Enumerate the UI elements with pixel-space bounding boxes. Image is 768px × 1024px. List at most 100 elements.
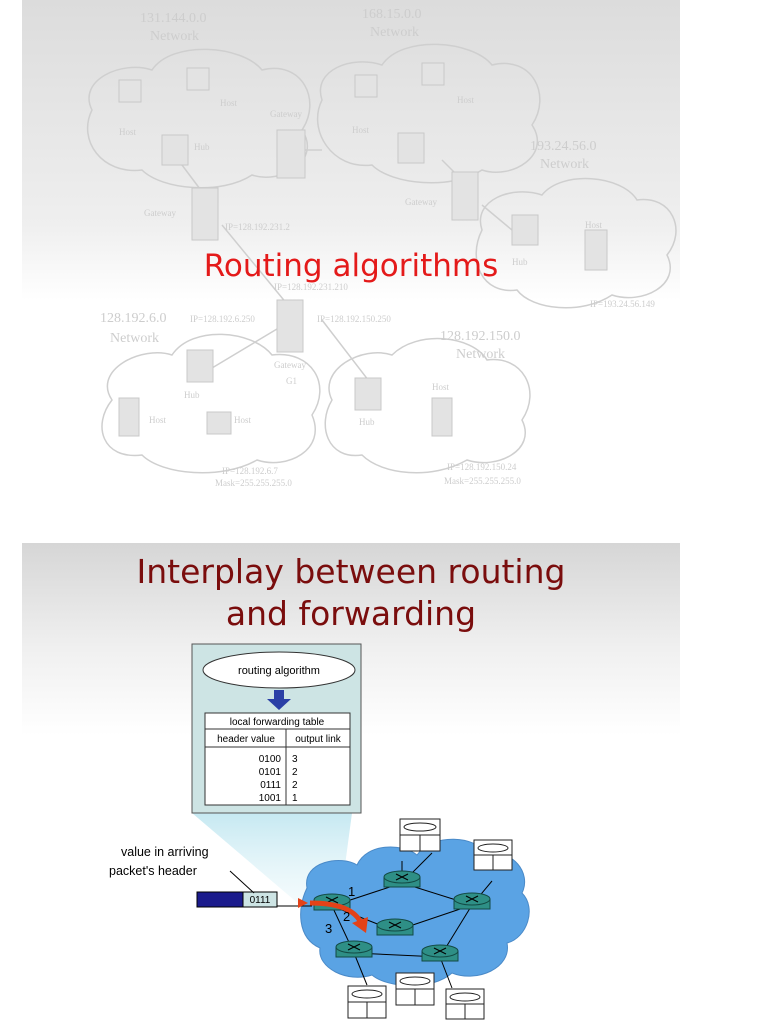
ip-label: IP=128.192.231.2 — [225, 222, 290, 232]
host-icon — [186, 67, 210, 91]
slide-title: Interplay between routing and forwarding — [22, 551, 680, 635]
table-header-value: header value — [217, 734, 275, 745]
host-label: Host — [234, 415, 252, 425]
network-label: Network — [540, 157, 589, 172]
table-cell-header: 0100 — [259, 754, 282, 765]
forwarding-table: local forwarding table header value outp… — [204, 712, 351, 806]
cloud-168 — [316, 43, 541, 184]
ip-label: IP=128.192.150.250 — [317, 314, 391, 324]
router-icon — [335, 940, 373, 958]
host-icon — [354, 74, 378, 98]
host-icon — [395, 972, 435, 1006]
router-icon — [383, 870, 421, 888]
slide-title-line2: and forwarding — [225, 594, 477, 633]
host-label: Host — [352, 125, 370, 135]
hub-icon — [511, 214, 539, 246]
host-icon — [399, 818, 441, 852]
hub-label: Hub — [184, 390, 200, 400]
table-header-link: output link — [295, 734, 342, 745]
table-cell-link: 3 — [292, 754, 298, 765]
host-icon — [347, 985, 387, 1019]
network-address: 193.24.56.0 — [530, 139, 597, 154]
host-ip-label: IP=128.192.6.7 — [222, 466, 278, 476]
hub-label: Hub — [194, 142, 210, 152]
gateway-label: Gateway — [144, 208, 176, 218]
host-icon — [473, 839, 513, 871]
table-cell-link: 2 — [292, 767, 298, 778]
gateway-icon — [276, 129, 306, 179]
table-cell-link: 2 — [292, 780, 298, 791]
hub-icon — [186, 349, 214, 383]
slide-title: Routing algorithms — [203, 248, 499, 284]
ip-label: IP=128.192.6.250 — [190, 314, 255, 324]
slide-title-line1: Interplay between routing — [136, 552, 566, 591]
arriving-label-line1: value in arriving — [121, 845, 209, 859]
gateway-icon — [276, 299, 304, 353]
gateway-icon — [451, 171, 479, 221]
router-icon — [453, 892, 491, 910]
host-icons — [347, 818, 513, 1020]
host-ip-label: IP=128.192.150.24 — [447, 462, 517, 472]
hub-icon — [161, 134, 189, 166]
host-label: Host — [432, 382, 450, 392]
arriving-pointer — [229, 870, 255, 894]
slide-routing-algorithms: 131.144.0.0 Network 168.15.0.0 Network 1… — [22, 0, 680, 500]
gateway-g1-label: G1 — [286, 376, 297, 386]
hub-label: Hub — [512, 257, 528, 267]
network-label: Network — [456, 347, 505, 362]
network-address: 128.192.150.0 — [440, 329, 521, 344]
slide-interplay-routing-forwarding: Interplay between routing and forwarding… — [22, 543, 680, 1024]
forwarding-diagram: routing algorithm local forwarding table… — [109, 643, 530, 1020]
router-icon — [421, 944, 459, 962]
router-icon — [376, 918, 414, 936]
hub-icon — [354, 377, 382, 411]
link-number-3: 3 — [325, 921, 332, 936]
packet-header — [242, 891, 278, 908]
host-label: Host — [220, 98, 238, 108]
gateway-icon — [191, 187, 219, 241]
host-icon — [445, 988, 485, 1020]
cloud-128-6 — [101, 333, 321, 474]
network-address: 128.192.6.0 — [100, 311, 167, 326]
host-label: Host — [119, 127, 137, 137]
host-icon — [206, 411, 232, 435]
host-label: Host — [149, 415, 167, 425]
packet-header-value: 0111 — [250, 895, 271, 906]
ip-label: IP=128.192.231.210 — [274, 282, 348, 292]
cloud-128-150 — [324, 337, 531, 474]
arriving-label-line2: packet's header — [109, 864, 197, 878]
table-cell-link: 1 — [292, 793, 298, 804]
routing-algorithm-oval — [202, 651, 356, 689]
host-icon — [584, 229, 608, 271]
hub-icon — [397, 132, 425, 164]
hub-label: Hub — [359, 417, 375, 427]
routing-algorithm-label: routing algorithm — [238, 665, 320, 677]
cloud-193 — [475, 177, 677, 309]
host-label: Host — [585, 220, 603, 230]
link-number-2: 2 — [343, 909, 350, 924]
network-label: Network — [370, 25, 419, 40]
table-cell-header: 0101 — [259, 767, 282, 778]
forwarding-arrowhead — [352, 917, 368, 933]
host-icon — [431, 397, 453, 437]
network-address: 131.144.0.0 — [140, 11, 207, 26]
network-label: Network — [110, 331, 159, 346]
host-icon — [118, 79, 142, 103]
ip-label: IP=193.24.56.149 — [590, 299, 655, 309]
down-arrow-icon — [267, 690, 291, 710]
link-number-1: 1 — [348, 884, 355, 899]
gateway-label: Gateway — [270, 109, 302, 119]
forwarding-arrow — [309, 900, 363, 923]
gateway-label: Gateway — [405, 197, 437, 207]
host-icon — [118, 397, 140, 437]
host-mask-label: Mask=255.255.255.0 — [215, 478, 292, 488]
network-label: Network — [150, 29, 199, 44]
gateway-label: Gateway — [274, 360, 306, 370]
table-cell-header: 0111 — [260, 780, 281, 791]
host-mask-label: Mask=255.255.255.0 — [444, 476, 521, 486]
table-cell-header: 1001 — [259, 793, 282, 804]
input-arrowhead — [298, 898, 308, 908]
network-diagram: 131.144.0.0 Network 168.15.0.0 Network 1… — [86, 7, 677, 488]
table-caption: local forwarding table — [230, 717, 325, 728]
network-address: 168.15.0.0 — [362, 7, 422, 22]
